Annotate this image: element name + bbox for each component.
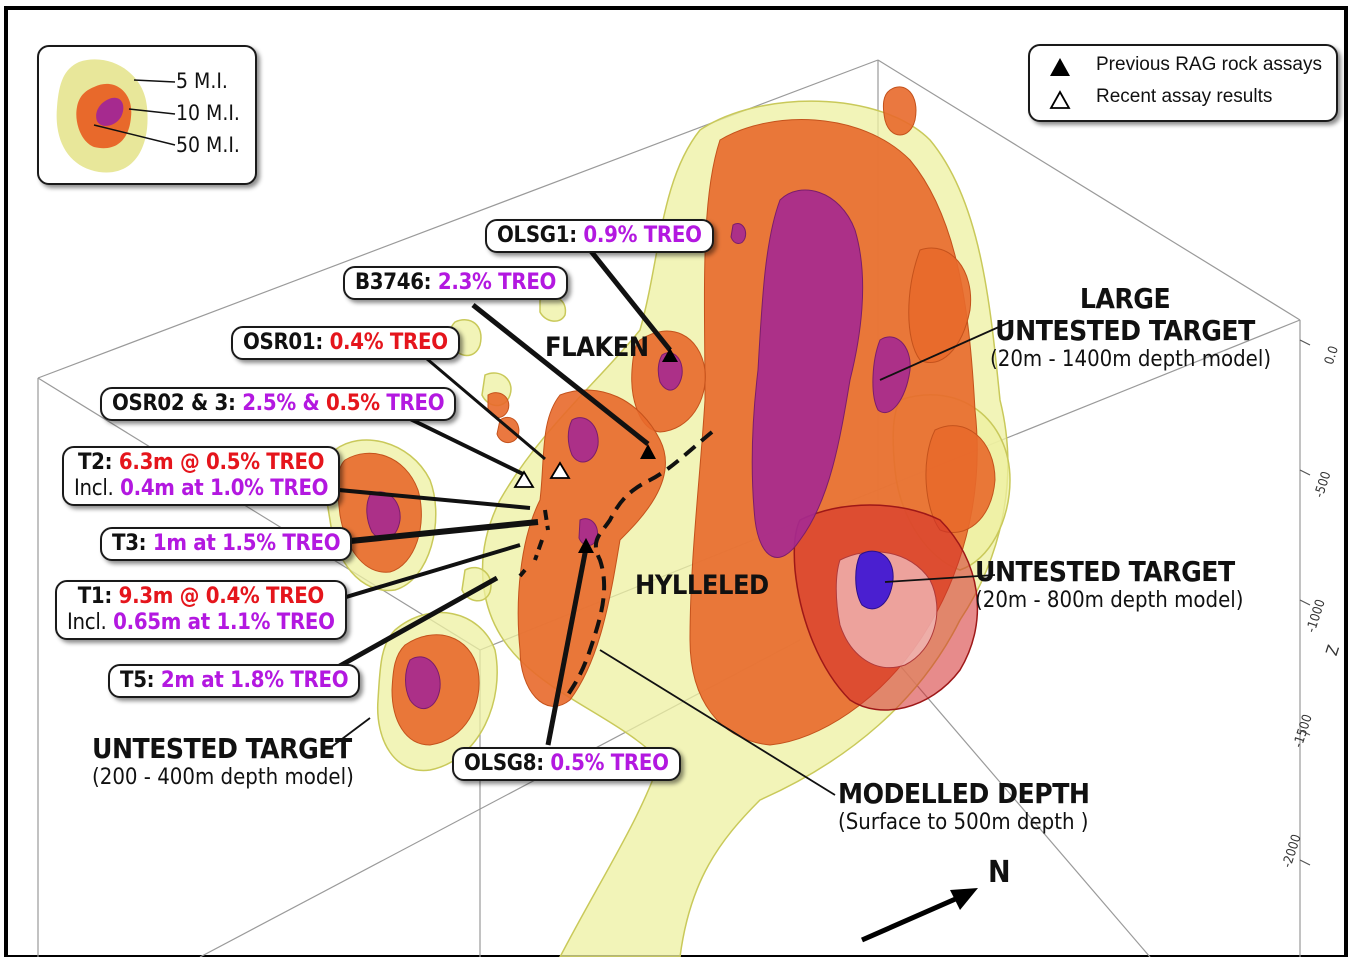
annotation-depth: (20m - 800m depth model) xyxy=(975,588,1230,614)
callout-osr01: OSR01: 0.4% TREO xyxy=(231,326,460,360)
assay-legend-icons xyxy=(1042,50,1082,120)
callout-value: 6.3m @ 0.5% TREO xyxy=(119,450,324,475)
callout-olsg1: OLSG1: 0.9% TREO xyxy=(485,219,714,253)
callout-value: 2.3% TREO xyxy=(438,270,556,295)
callout-value: 0.4% TREO xyxy=(330,330,448,355)
callout-b3746: B3746: 2.3% TREO xyxy=(343,266,568,300)
callout-t2: T2: 6.3m @ 0.5% TREO Incl. 0.4m at 1.0% … xyxy=(62,446,340,506)
annotation-depth: (Surface to 500m depth ) xyxy=(838,810,1088,836)
annotation-large-target: LARGE UNTESTED TARGET (20m - 1400m depth… xyxy=(990,283,1260,373)
callout-value: 0.5% TREO xyxy=(550,751,668,776)
annotation-title-2: UNTESTED TARGET xyxy=(990,315,1260,347)
north-arrow xyxy=(862,888,978,940)
annotation-title-1: LARGE xyxy=(990,283,1260,315)
annotation-title: UNTESTED TARGET xyxy=(92,733,342,765)
annotation-west-target: UNTESTED TARGET (200 - 400m depth model) xyxy=(92,733,342,791)
callout-value-3: TREO xyxy=(386,391,444,416)
open-triangle-icon xyxy=(1051,92,1069,108)
callout-value: 1m at 1.5% TREO xyxy=(153,531,340,556)
assay-legend: Previous RAG rock assays Recent assay re… xyxy=(1028,44,1338,122)
callout-t3: T3: 1m at 1.5% TREO xyxy=(100,527,352,561)
legend-10mi-label: 10 M.I. xyxy=(176,101,240,125)
annotation-modelled-depth: MODELLED DEPTH (Surface to 500m depth ) xyxy=(838,778,1088,836)
place-hylleled: HYLLELED xyxy=(635,570,769,601)
callout-id: T3: xyxy=(112,531,146,556)
filled-triangle-icon xyxy=(1050,58,1070,76)
callout-t5: T5: 2m at 1.8% TREO xyxy=(108,664,360,698)
legend-50mi-label: 50 M.I. xyxy=(176,133,240,157)
annotation-mid-target: UNTESTED TARGET (20m - 800m depth model) xyxy=(975,556,1230,614)
callout-id: B3746: xyxy=(355,270,431,295)
annotation-title: UNTESTED TARGET xyxy=(975,556,1230,588)
callout-id: OLSG1: xyxy=(497,223,577,248)
callout-amp: & xyxy=(302,391,319,416)
callout-value-2: 0.5% xyxy=(326,391,380,416)
callout-id: T2: xyxy=(78,450,112,475)
north-label: N xyxy=(988,855,1010,890)
callout-incl-value: 0.4m at 1.0% TREO xyxy=(120,476,328,501)
place-flaken: FLAKEN xyxy=(545,332,649,363)
callout-olsg8: OLSG8: 0.5% TREO xyxy=(452,747,681,781)
annotation-title: MODELLED DEPTH xyxy=(838,778,1088,810)
legend-5mi-label: 5 M.I. xyxy=(176,69,228,93)
callout-value: 2m at 1.8% TREO xyxy=(161,668,348,693)
callout-value: 9.3m @ 0.4% TREO xyxy=(119,584,324,609)
callout-id: T5: xyxy=(120,668,154,693)
callout-value-1: 2.5% xyxy=(242,391,296,416)
callout-id: T1: xyxy=(78,584,112,609)
callout-incl: Incl. xyxy=(67,610,107,635)
callout-osr02-3: OSR02 & 3: 2.5% & 0.5% TREO xyxy=(100,387,456,421)
annotation-depth: (20m - 1400m depth model) xyxy=(990,347,1260,373)
callout-id: OLSG8: xyxy=(464,751,544,776)
callout-value: 0.9% TREO xyxy=(583,223,701,248)
callout-id: OSR02 & 3: xyxy=(112,391,236,416)
annotation-depth: (200 - 400m depth model) xyxy=(92,765,342,791)
callout-incl-value: 0.65m at 1.1% TREO xyxy=(113,610,335,635)
mi-legend: 5 M.I. 10 M.I. 50 M.I. xyxy=(37,45,257,185)
callout-t1: T1: 9.3m @ 0.4% TREO Incl. 0.65m at 1.1%… xyxy=(55,580,347,640)
callout-incl: Incl. xyxy=(74,476,114,501)
previous-assays-label: Previous RAG rock assays xyxy=(1096,54,1322,76)
recent-assays-label: Recent assay results xyxy=(1096,86,1272,108)
callout-id: OSR01: xyxy=(243,330,323,355)
z-axis-ticks xyxy=(1300,340,1310,865)
